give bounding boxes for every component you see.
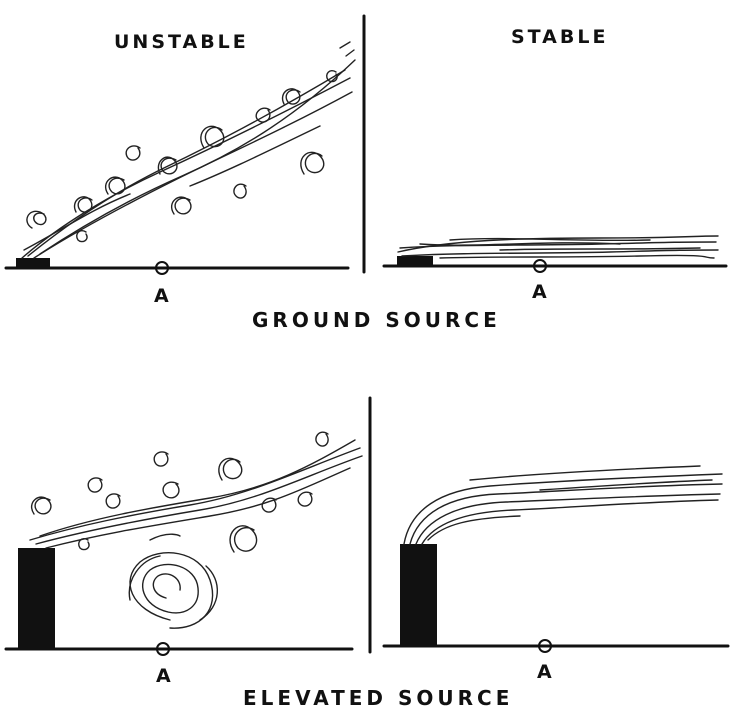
point-a-marker-top-left (155, 261, 169, 275)
ground-source-unstable (16, 258, 50, 268)
point-a-label-bottom-left: A (156, 665, 171, 687)
header-stable: STABLE (511, 26, 609, 48)
point-a-label-top-left: A (154, 285, 169, 307)
ground-source-stable (397, 256, 433, 266)
plume-stable-ground (397, 235, 719, 259)
stack-stable (400, 544, 437, 646)
section-elevated-source: ELEVATED SOURCE (243, 686, 514, 710)
point-a-marker-bottom-right (538, 639, 552, 653)
point-a-marker-top-right (533, 259, 547, 273)
plume-unstable-elevated (29, 431, 363, 629)
section-ground-source: GROUND SOURCE (252, 308, 501, 332)
plume-unstable-ground (21, 41, 356, 259)
point-a-marker-bottom-left (156, 642, 170, 656)
point-a-label-bottom-right: A (537, 661, 552, 683)
plume-stable-elevated (403, 465, 723, 545)
header-unstable: UNSTABLE (114, 31, 249, 53)
point-a-label-top-right: A (532, 281, 547, 303)
stack-unstable (18, 548, 55, 649)
